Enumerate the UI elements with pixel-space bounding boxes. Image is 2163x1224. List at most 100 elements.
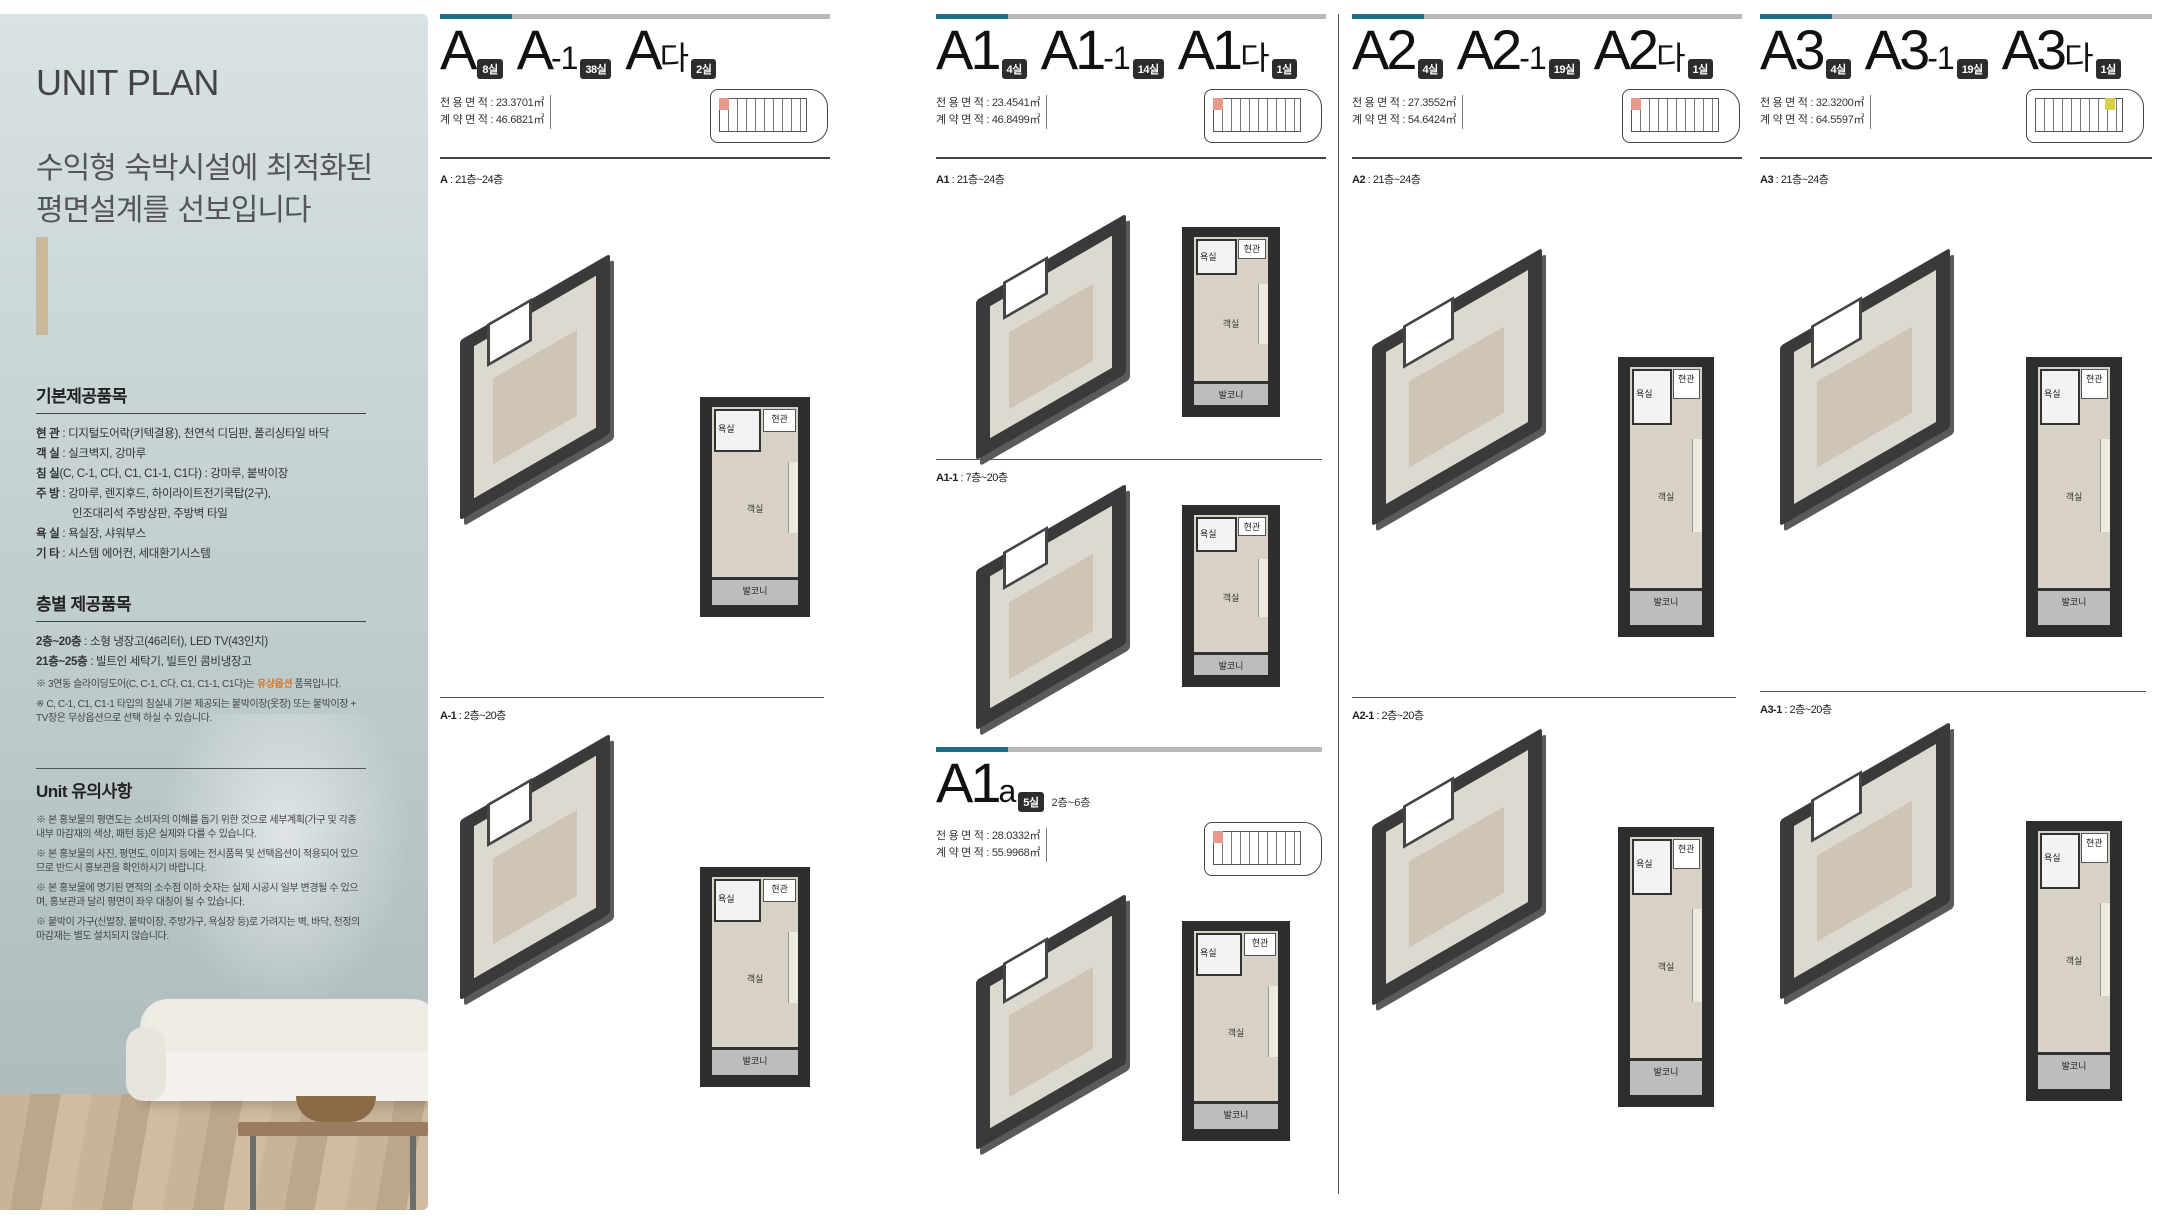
list-item: 21층~25층 : 빌트인 세탁기, 빌트인 콤비냉장고 <box>36 656 252 668</box>
balcony-label: 발코니 <box>712 576 798 605</box>
bath-label: 욕실 <box>718 424 735 435</box>
bathroom <box>1196 516 1237 552</box>
bath-label: 욕실 <box>718 894 735 905</box>
unit-name: A1a <box>936 750 1016 814</box>
basic-items-section: 기본제공품목 현 관 : 디지털도어락(키텍결용), 천연석 디딤판, 폴리싱타… <box>36 382 366 564</box>
kitchen-counter <box>1692 438 1702 532</box>
floor-items-section: 층별 제공품목 2층~20층 : 소형 냉장고(46리터), LED TV(43… <box>36 590 366 726</box>
light-glow <box>160 714 410 1014</box>
balcony-label: 발코니 <box>712 1046 798 1075</box>
bowl-image <box>296 1096 376 1122</box>
plan-floor-label: A3 : 21층~24층 <box>1760 173 1829 186</box>
plan-floor-label: A1 : 21층~24층 <box>936 173 1005 186</box>
divider <box>1352 157 1742 159</box>
living-label: 객실 <box>1657 492 1675 503</box>
bath-label: 욕실 <box>1636 389 1653 400</box>
living-label: 객실 <box>746 503 764 514</box>
unit-count-badge: 2실 <box>691 59 717 79</box>
unit-name: A다 <box>625 18 689 81</box>
unit-name: A2다 <box>1593 18 1686 81</box>
entry-label: 현관 <box>2080 832 2108 864</box>
kitchen-counter <box>788 931 798 1004</box>
section-divider <box>1760 690 2146 692</box>
bathroom <box>714 878 762 923</box>
section-heading: 층별 제공품목 <box>36 590 366 622</box>
isometric-floor-plan <box>976 213 1126 460</box>
entry-label: 현관 <box>1237 516 1266 536</box>
exclusive-area: 전 용 면 적 : 27.3552㎡ <box>1352 97 1457 109</box>
unit-name: A3 <box>1760 18 1825 81</box>
caution-note: ※ 본 홍보물의 평면도는 소비자의 이해를 돕기 위한 것으로 세부계획(가구… <box>36 815 357 840</box>
unit-count-badge: 14실 <box>1132 59 1164 79</box>
unit-count-badge: 1실 <box>2095 59 2121 79</box>
title-strong: PLAN <box>126 62 220 103</box>
bathroom <box>1196 932 1243 977</box>
section-divider <box>1352 696 1736 698</box>
exclusive-area: 전 용 면 적 : 32.3200㎡ <box>1760 97 1865 109</box>
bath-label: 욕실 <box>1636 859 1653 870</box>
balcony-label: 발코니 <box>1194 652 1268 675</box>
key-plan-icon <box>1204 821 1322 876</box>
bathroom <box>2040 368 2080 426</box>
bath-label: 욕실 <box>1200 948 1217 959</box>
living-label: 객실 <box>1657 962 1675 973</box>
list-item: 현 관 : 디지털도어락(키텍결용), 천연석 디딤판, 폴리싱타일 바닥 <box>36 428 330 440</box>
column-top-bar <box>1760 14 2152 19</box>
balcony-label: 발코니 <box>1630 1058 1702 1095</box>
unit-count-badge: 5실 <box>1018 791 1044 812</box>
bath-label: 욕실 <box>1200 251 1217 262</box>
unit-name: A3다 <box>2001 18 2094 81</box>
contract-area: 계 약 면 적 : 46.6821㎡ <box>440 114 545 126</box>
divider <box>440 157 830 159</box>
kitchen-counter <box>1268 985 1278 1058</box>
unit-name: A1 <box>936 18 1001 81</box>
unit-count-badge: 4실 <box>1001 59 1027 79</box>
intro-subtitle: 수익형 숙박시설에 최적화된 평면설계를 선보입니다 <box>36 148 373 232</box>
bathroom <box>1632 838 1672 896</box>
living-label: 객실 <box>2065 492 2083 503</box>
unit-floor-range: 2층~6층 <box>1051 796 1091 809</box>
plan-floor-label: A1-1 : 7층~20층 <box>936 471 1008 484</box>
intro-panel: UNIT PLAN 수익형 숙박시설에 최적화된 평면설계를 선보입니다 기본제… <box>0 14 428 1210</box>
entry-label: 현관 <box>763 408 796 433</box>
isometric-floor-plan <box>1780 247 1950 526</box>
list-item: 욕 실 : 욕실장, 샤워부스 <box>36 528 146 540</box>
isometric-floor-plan <box>976 893 1126 1150</box>
isometric-floor-plan <box>1372 247 1542 526</box>
unit-name: A2 <box>1352 18 1417 81</box>
unit-count-badge: 8실 <box>477 59 503 79</box>
section-divider <box>936 458 1322 460</box>
title-light: UNIT <box>36 62 118 103</box>
bathroom <box>714 408 762 453</box>
key-plan-icon <box>2026 89 2144 143</box>
plan-floor-label: A3-1 : 2층~20층 <box>1760 703 1832 716</box>
entry-label: 현관 <box>1672 368 1700 400</box>
plan-floor-label: A-1 : 2층~20층 <box>440 709 506 722</box>
subtitle-line-2: 평면설계를 선보입니다 <box>36 193 312 228</box>
option-note: ※ 3연동 슬라이딩도어(C, C-1, C다, C1, C1-1, C1다)는… <box>36 679 341 690</box>
divider <box>1760 157 2152 159</box>
unit-name: A-1 <box>516 18 579 81</box>
caution-note: ※ 본 홍보물의 사진, 평면도, 이미지 등에는 전시품목 및 선택옵션이 적… <box>36 849 359 874</box>
bathroom <box>1196 238 1237 276</box>
unit-name: A3-1 <box>1864 18 1955 81</box>
entry-label: 현관 <box>1244 932 1276 957</box>
